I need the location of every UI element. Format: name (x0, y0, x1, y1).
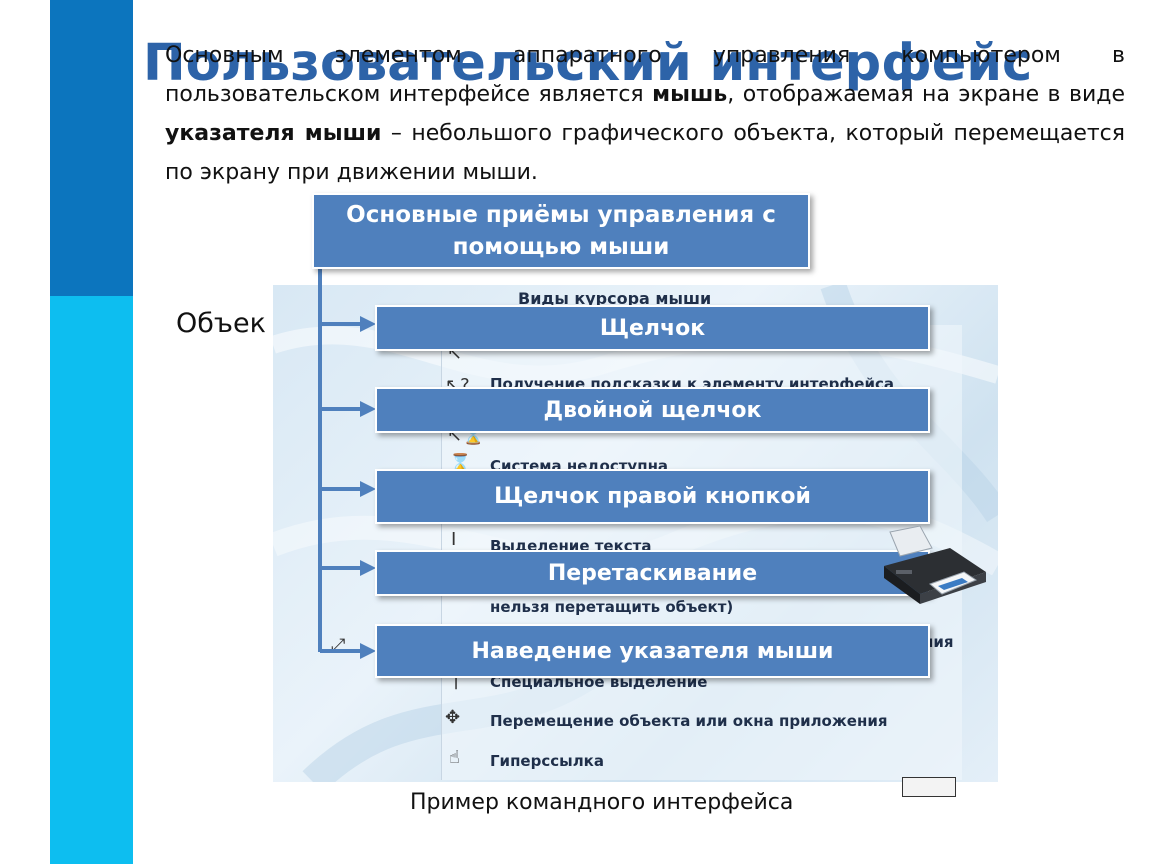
accent-bar-bottom (50, 296, 133, 864)
special-select-icon: | (453, 669, 460, 690)
panel-title: Виды курсора мыши (518, 289, 712, 308)
intro-paragraph: Основным элементом аппаратного управлени… (165, 43, 1125, 185)
text-cursor-icon: I (451, 529, 457, 550)
cursor-line-move: Перемещение объекта или окна приложения (490, 712, 888, 730)
figure-caption: Пример командного интерфейса (410, 790, 794, 815)
accent-bar-top (50, 0, 133, 296)
move-cursor-icon: ✥ (445, 707, 461, 728)
diagram-item-drag: Перетаскивание (375, 550, 930, 596)
small-window-frame (902, 777, 956, 797)
slide-title: Пользовательский интерфейс (143, 34, 1033, 93)
hand-cursor-icon: ☝ (449, 747, 460, 768)
partial-text: Объек (176, 308, 266, 339)
printer-icon (884, 525, 986, 604)
diagram-item-hover: Наведение указателя мыши (375, 624, 930, 678)
diagram-item-double-click: Двойной щелчок (375, 387, 930, 433)
diagram-item-click: Щелчок (375, 305, 930, 351)
cursor-line-partial: ния (923, 633, 954, 651)
diagram-header: Основные приёмы управления с помощью мыш… (312, 193, 810, 269)
cursor-line-link: Гиперссылка (490, 752, 604, 770)
cursor-line-nodrop: нельзя перетащить объект) (490, 598, 734, 616)
hourglass-icon: ⌛ (449, 453, 472, 474)
diagram-item-right-click: Щелчок правой кнопкой (375, 469, 930, 524)
